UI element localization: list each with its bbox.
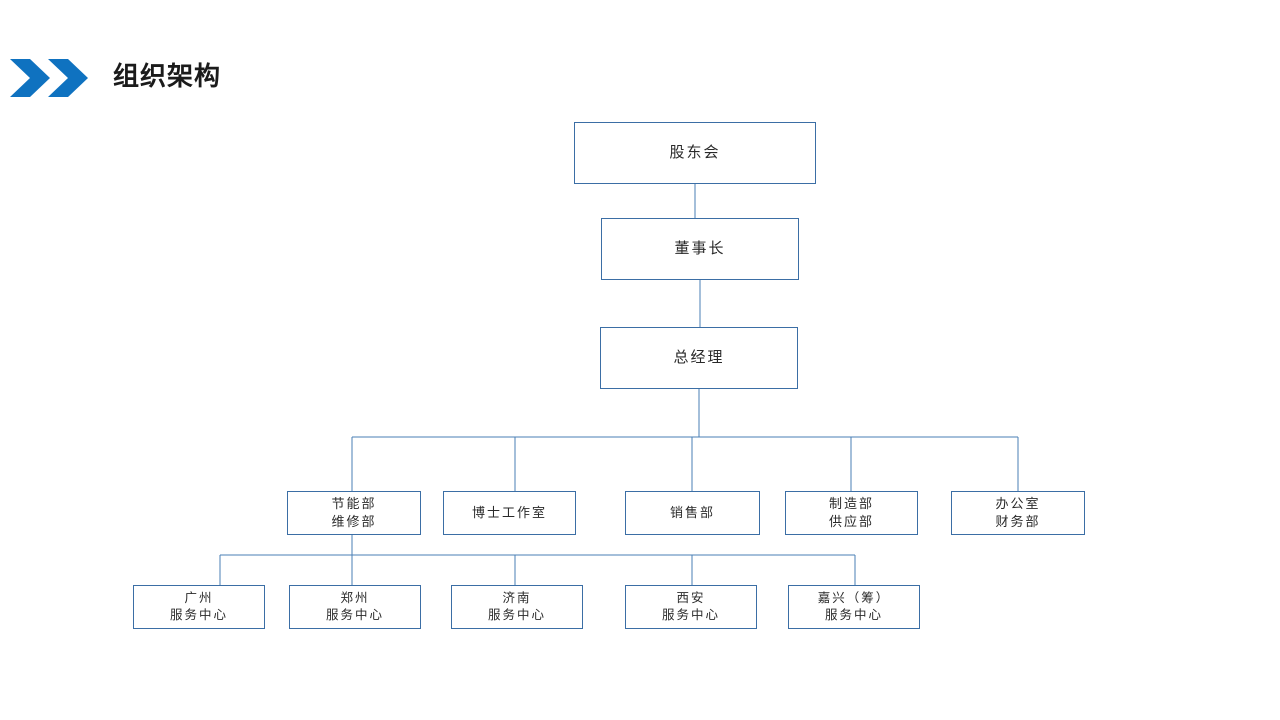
node-label-line2: 服务中心 [169,608,228,622]
node-label-line1: 节能部 [331,496,377,511]
node-label: 股东会 [669,144,721,161]
node-label: 总经理 [673,349,725,366]
node-label: 董事长 [674,240,726,257]
node-chairman[interactable]: 董事长 [601,218,799,280]
node-xian-service-center[interactable]: 西安 服务中心 [625,585,757,629]
node-label-line2: 服务中心 [824,608,883,622]
node-manufacturing-supply-dept[interactable]: 制造部 供应部 [785,491,918,535]
node-label-line2: 服务中心 [325,608,384,622]
node-zhengzhou-service-center[interactable]: 郑州 服务中心 [289,585,421,629]
node-label-line1: 广州 [184,591,214,605]
slide-header: 组织架构 [0,52,1280,102]
node-label-line1: 办公室 [995,496,1041,511]
node-sales-dept[interactable]: 销售部 [625,491,760,535]
node-label-line1: 嘉兴（筹） [817,591,891,605]
node-label-line1: 制造部 [828,496,874,511]
node-label-line1: 济南 [502,591,532,605]
node-label-line1: 西安 [676,591,706,605]
node-energy-maintenance-dept[interactable]: 节能部 维修部 [287,491,421,535]
node-jinan-service-center[interactable]: 济南 服务中心 [451,585,583,629]
node-jiaxing-service-center[interactable]: 嘉兴（筹） 服务中心 [788,585,920,629]
node-label: 销售部 [669,505,715,520]
node-label-line2: 服务中心 [487,608,546,622]
node-general-manager[interactable]: 总经理 [600,327,798,389]
node-label-line1: 郑州 [340,591,370,605]
node-label: 博士工作室 [471,505,547,520]
node-label-line2: 服务中心 [661,608,720,622]
node-shareholders-meeting[interactable]: 股东会 [574,122,816,184]
double-chevron-right-icon [10,59,88,97]
node-label-line2: 供应部 [828,514,874,529]
node-label-line2: 财务部 [995,514,1041,529]
node-doctoral-studio[interactable]: 博士工作室 [443,491,576,535]
node-label-line2: 维修部 [331,514,377,529]
page-title: 组织架构 [113,61,222,91]
node-guangzhou-service-center[interactable]: 广州 服务中心 [133,585,265,629]
node-office-finance-dept[interactable]: 办公室 财务部 [951,491,1085,535]
